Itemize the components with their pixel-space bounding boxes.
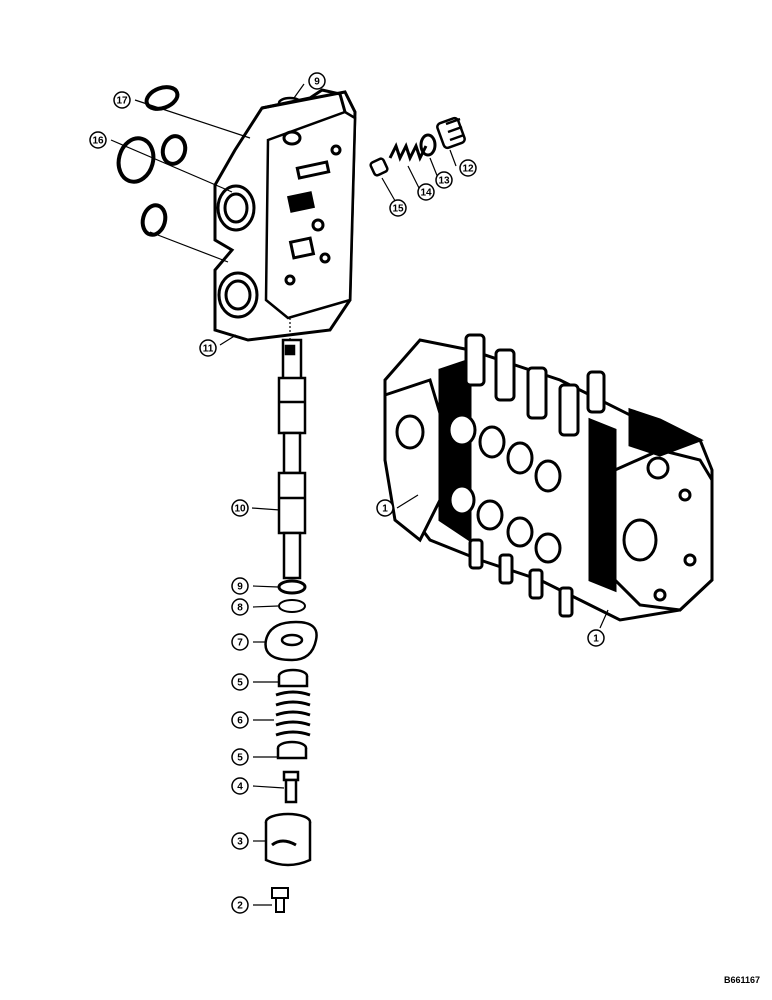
spool-10: [277, 338, 307, 580]
callout-c2: 2: [231, 896, 249, 914]
callout-circle: [231, 748, 249, 766]
callout-c13: 13: [435, 171, 453, 189]
callout-number: 9: [237, 582, 243, 593]
callout-circle: [308, 72, 326, 90]
callout-circle: [417, 183, 435, 201]
callout-c8: 8: [231, 598, 249, 616]
callout-circle: [231, 832, 249, 850]
callout-circle: [231, 896, 249, 914]
callout-number: 15: [392, 204, 404, 215]
callout-c1b: 1: [587, 629, 605, 647]
screw-2: [271, 887, 289, 913]
o-ring-16-pair: [116, 134, 188, 184]
callout-number: 8: [237, 603, 243, 614]
cap-3: [264, 812, 312, 867]
callout-c7: 7: [231, 633, 249, 651]
callout-c16: 16: [89, 131, 107, 149]
callout-c6: 6: [231, 711, 249, 729]
callout-circle: [231, 711, 249, 729]
callout-circle: [113, 91, 131, 109]
callout-circle: [231, 633, 249, 651]
callout-c11: 11: [199, 339, 217, 357]
figure-code: B661167: [724, 975, 760, 985]
valve-section-housing: [213, 88, 357, 342]
callout-circle: [435, 171, 453, 189]
callout-circle: [231, 673, 249, 691]
spring-6: [275, 690, 311, 737]
callout-number: 5: [237, 753, 243, 764]
callout-c14: 14: [417, 183, 435, 201]
callout-number: 17: [116, 96, 128, 107]
callout-c9b: 9: [231, 577, 249, 595]
callout-circle: [89, 131, 107, 149]
callout-number: 11: [203, 344, 214, 355]
callout-number: 7: [237, 638, 243, 649]
stop-bolt-4: [282, 770, 300, 804]
callout-c15: 15: [389, 199, 407, 217]
leader-lines: [110, 83, 609, 906]
callout-circle: [389, 199, 407, 217]
relief-poppet-15: [369, 157, 389, 177]
spring-seat-5-upper: [277, 668, 309, 688]
backup-washer-8: [278, 599, 306, 613]
callout-number: 12: [462, 164, 474, 175]
callout-number: 10: [234, 504, 246, 515]
callout-c10: 10: [231, 499, 249, 517]
callout-number: 1: [382, 504, 388, 515]
callout-number: 16: [92, 136, 104, 147]
valve-bank-assembly: [383, 333, 714, 622]
relief-plug-12: [436, 116, 466, 150]
callout-number: 13: [438, 176, 450, 187]
callout-number: 14: [420, 188, 432, 199]
callout-c5a: 5: [231, 673, 249, 691]
callout-number: 6: [237, 716, 243, 727]
callout-circle: [231, 777, 249, 795]
callout-number: 1: [593, 634, 599, 645]
callout-circle: [459, 159, 477, 177]
callout-circle: [587, 629, 605, 647]
callout-c4: 4: [231, 777, 249, 795]
callout-circle: [199, 339, 217, 357]
callout-number: 9: [314, 77, 320, 88]
retainer-plate-7: [264, 620, 318, 662]
callout-number: 2: [237, 901, 243, 912]
callout-number: 5: [237, 678, 243, 689]
spring-seat-5-lower: [276, 740, 308, 760]
callout-c1a: 1: [376, 499, 394, 517]
callout-c5b: 5: [231, 748, 249, 766]
callout-circle: [231, 577, 249, 595]
callout-circle: [376, 499, 394, 517]
callout-number: 4: [237, 782, 243, 793]
callout-c12: 12: [459, 159, 477, 177]
callout-circle: [231, 598, 249, 616]
callout-number: 3: [237, 837, 243, 848]
callout-circle: [231, 499, 249, 517]
o-ring-port-lower: [140, 203, 168, 237]
callout-c3: 3: [231, 832, 249, 850]
o-ring-9-bottom: [277, 579, 307, 595]
callout-c17: 17: [113, 91, 131, 109]
o-ring-13: [419, 133, 437, 157]
relief-spring-14: [388, 142, 428, 162]
callout-c9a: 9: [308, 72, 326, 90]
